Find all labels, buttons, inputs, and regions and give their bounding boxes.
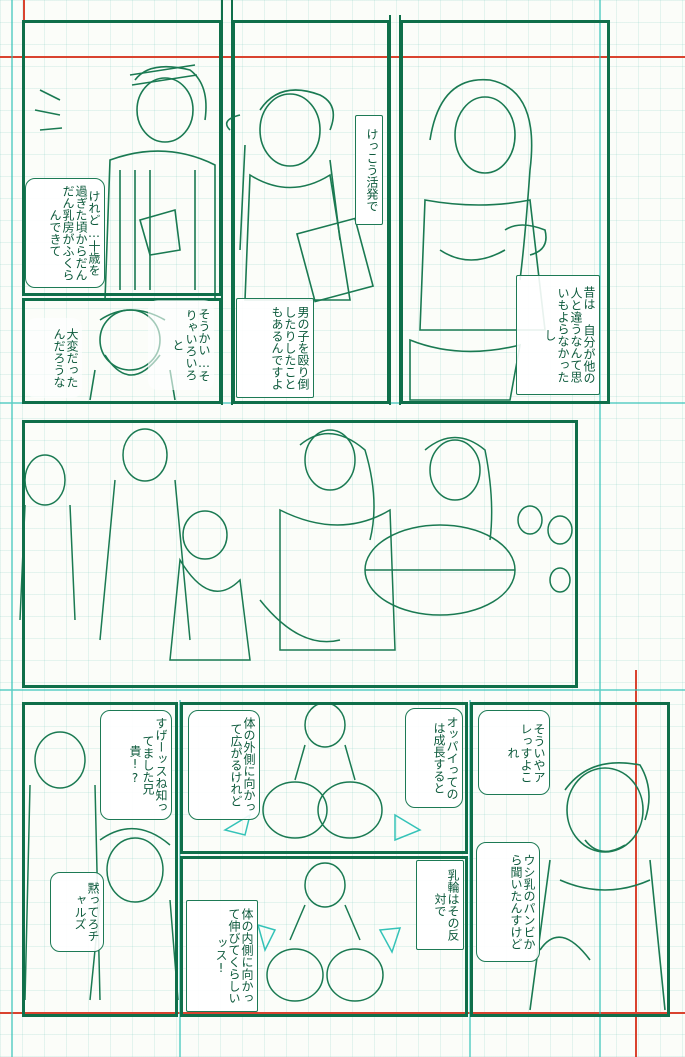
panel-7: [180, 702, 468, 854]
speech-balloon: そういやアレっすよこれ: [478, 710, 550, 795]
speech-balloon: 黙ってろチャルズ: [50, 872, 104, 952]
panel-3: [400, 20, 610, 404]
panel8-figure: [256, 862, 402, 1002]
speech-balloon: 大変だったんだろうな: [26, 318, 82, 398]
speech-balloon: けれど…十歳を過ぎた頃からだんだん乳房がふくらんできて: [25, 178, 105, 288]
speech-balloon: 昔は 自分が他の人と違うなんて思いもよらなかったし: [516, 275, 600, 395]
panel-2: [232, 20, 390, 404]
panel-8: [180, 856, 468, 1017]
speech-balloon: 体の外側に向かって広がるけれど: [188, 710, 260, 820]
panel5-crowd: [19, 428, 573, 661]
speech-balloon: 乳輪はその反対で: [416, 860, 464, 950]
speech-balloon: すげーッスね知ってました兄貴!?: [100, 710, 172, 820]
panel2-figure: [225, 89, 375, 303]
panel-4: [22, 298, 222, 404]
panel-9: [470, 702, 670, 1017]
panel3-figure: [409, 78, 547, 401]
panel-5: [22, 420, 578, 688]
panel-1: [22, 20, 222, 296]
speech-balloon: ウシ乳のパンビから聞いたんすけど: [476, 842, 540, 962]
panel1-figure: [34, 64, 216, 301]
speech-balloon: オッパイってのは成長すると: [405, 708, 463, 808]
speech-balloon: そうかい…そりゃいろいろと: [148, 300, 214, 390]
panel9-figure: [529, 762, 666, 1011]
speech-balloon: けっこう活発で: [355, 115, 383, 225]
panel-6: [22, 702, 178, 1017]
speech-balloon: 男の子を殴り倒したりしたこともあるんですよ: [236, 298, 314, 398]
speech-balloon: 体の内側に向かって伸びてくらしいッス!: [186, 900, 258, 1012]
